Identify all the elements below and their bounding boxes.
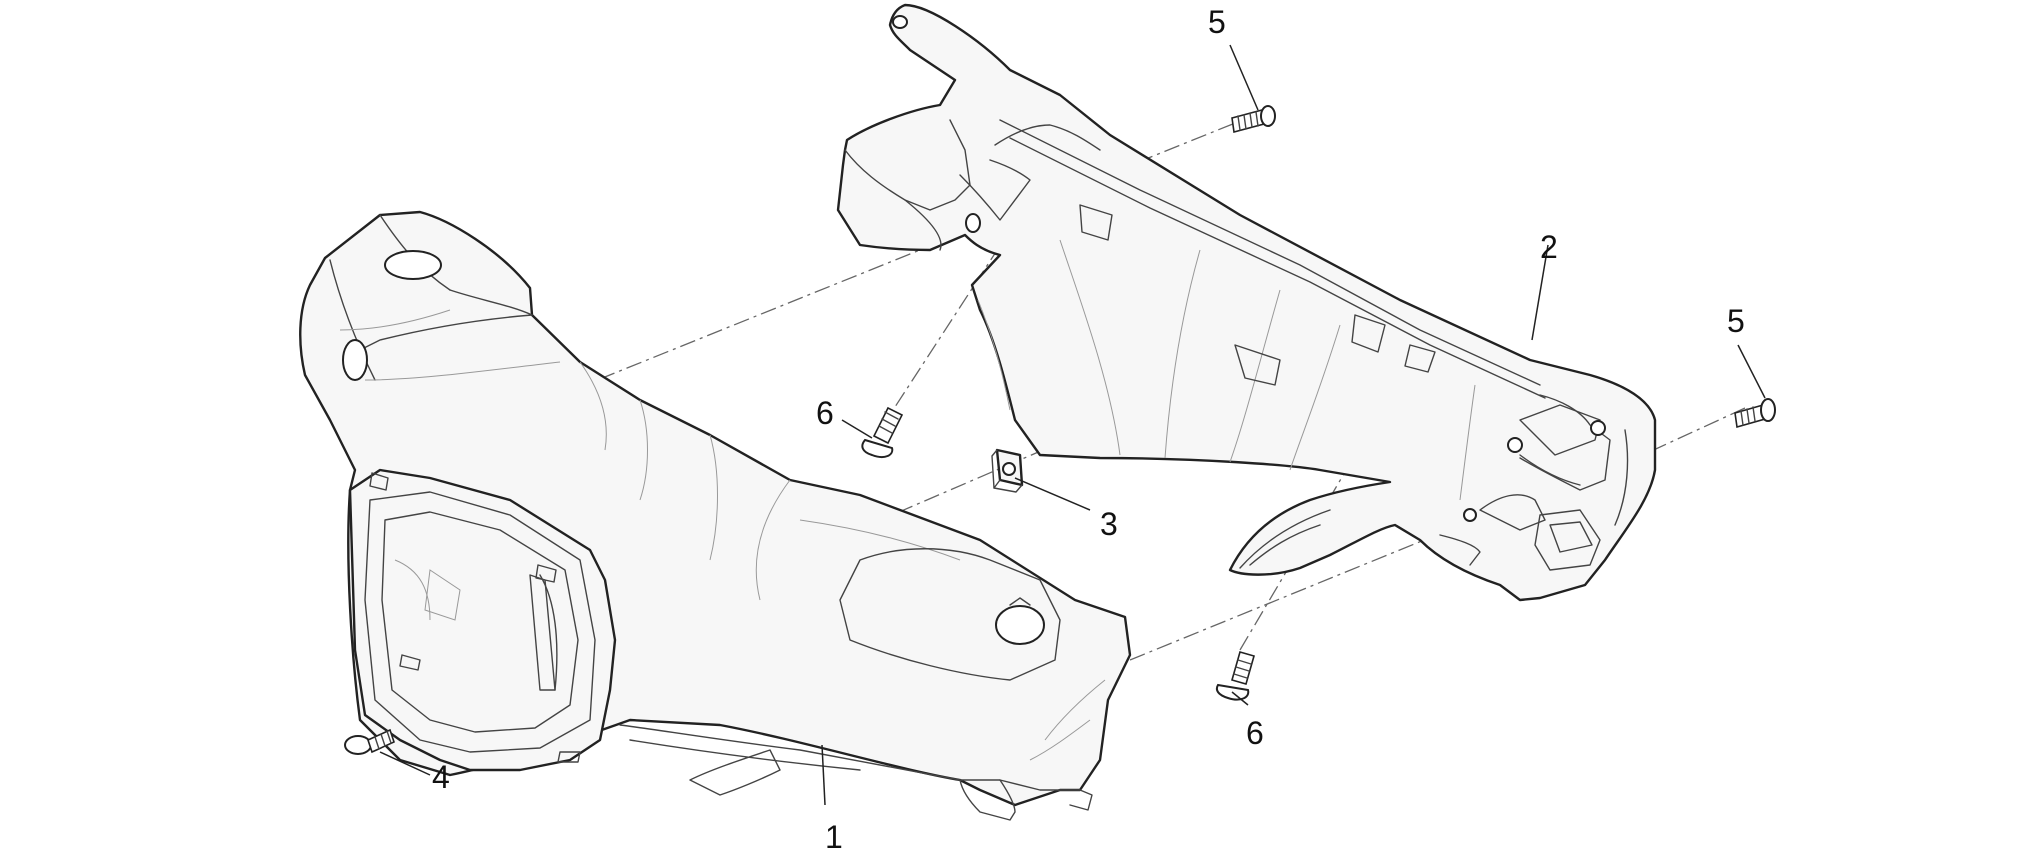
callout-5-right: 5 — [1727, 303, 1745, 339]
rear-handlebar-cover — [836, 3, 1657, 602]
callout-3: 3 — [1100, 506, 1118, 542]
callout-6-left: 6 — [816, 395, 834, 431]
front-handlebar-cover — [299, 210, 1132, 821]
callout-2: 2 — [1540, 229, 1558, 265]
callout-1: 1 — [825, 819, 843, 855]
callout-4: 4 — [432, 759, 450, 795]
callout-6-bottom: 6 — [1246, 715, 1264, 751]
screw-bottom-6 — [1215, 651, 1255, 701]
clip-nut — [991, 448, 1024, 493]
screw-front-4 — [344, 728, 395, 755]
leader-lines — [379, 44, 1766, 806]
callout-5-top: 5 — [1208, 4, 1226, 40]
screw-top-5 — [1231, 105, 1276, 134]
screw-left-6 — [861, 406, 904, 458]
callouts: 5 2 5 6 3 6 4 1 — [432, 4, 1745, 855]
screw-right-5 — [1734, 398, 1776, 429]
